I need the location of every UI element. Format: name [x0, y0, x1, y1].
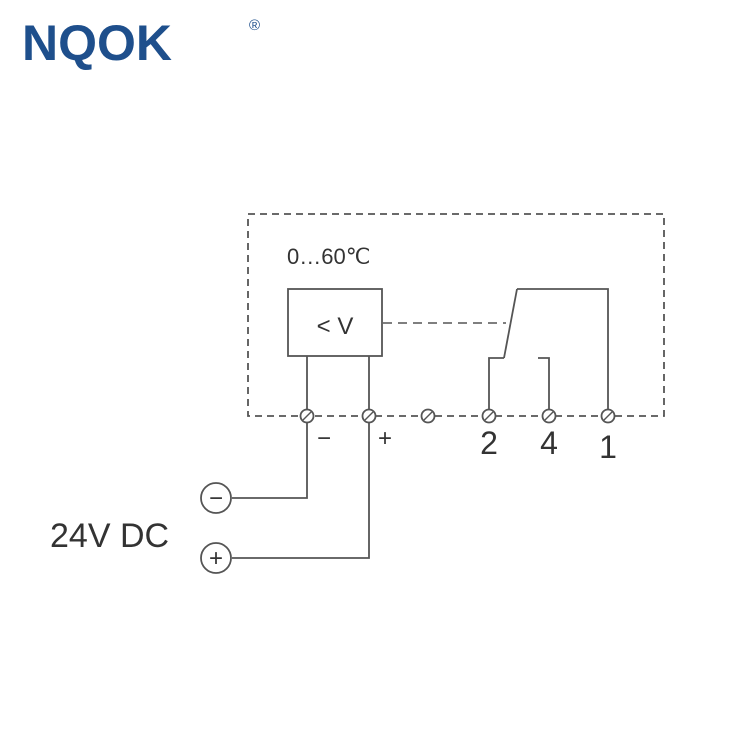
supply-voltage-label: 24V DC [50, 517, 169, 555]
supply-minus-sign: − [209, 485, 223, 512]
terminal-2-label: 2 [480, 425, 498, 461]
temperature-range-label: 0…60℃ [287, 244, 370, 269]
wire-positive-supply [232, 356, 370, 559]
brand-logo-text: NQOK [22, 15, 172, 71]
supply-plus-symbol [200, 542, 232, 574]
relay-switch-blade [503, 288, 518, 359]
terminal-plus-label: + [378, 425, 392, 452]
wire-negative-supply [232, 356, 308, 499]
terminal-4-label: 4 [540, 425, 558, 461]
device-housing-outline [247, 213, 665, 417]
wire-terminal-4 [538, 357, 550, 412]
supply-minus-symbol [200, 482, 232, 514]
supply-plus-sign: + [209, 545, 223, 572]
wire-common-terminal-1 [517, 288, 609, 412]
registered-mark: ® [249, 17, 260, 34]
comparator-label: < V [317, 313, 354, 340]
wire-terminal-2 [488, 357, 504, 412]
terminal-1-label: 1 [599, 429, 617, 465]
terminal-minus-label: − [317, 425, 331, 452]
comparator-box [287, 288, 383, 357]
